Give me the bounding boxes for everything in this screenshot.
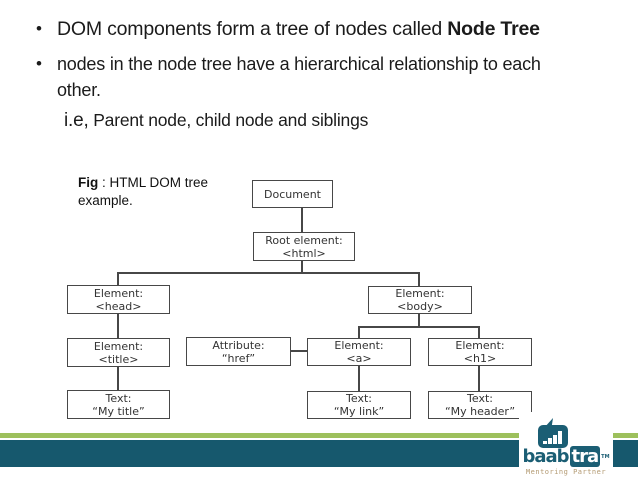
node-value: “href” xyxy=(221,351,256,365)
connector-to-a xyxy=(358,326,360,338)
node-label: Element: xyxy=(455,339,505,352)
bullet-item-1: • DOM components form a tree of nodes ca… xyxy=(36,16,566,42)
node-value: <head> xyxy=(95,299,142,313)
node-element-body: Element: <body> xyxy=(368,286,472,314)
connector-to-head xyxy=(117,272,119,285)
connector-head-title xyxy=(117,314,119,338)
bullet-list: • DOM components form a tree of nodes ca… xyxy=(36,16,566,133)
node-text-my-link: Text: “My link” xyxy=(307,391,411,419)
figure-caption-bold: Fig xyxy=(78,175,99,190)
node-attribute-href: Attribute: “href” xyxy=(186,337,291,366)
node-element-a: Element: <a> xyxy=(307,338,411,366)
connector-root-stem xyxy=(301,261,303,273)
node-value: <body> xyxy=(397,300,443,313)
node-label: Text: xyxy=(467,392,493,405)
node-label: Element: xyxy=(93,286,144,300)
bullet1-textline: DOM components form a tree of nodes call… xyxy=(57,16,557,42)
connector-a-text xyxy=(358,366,360,391)
trademark-mark: TM xyxy=(601,454,610,460)
node-label: Element: xyxy=(93,339,144,353)
node-label: Text: xyxy=(105,391,132,405)
connector-attr-a xyxy=(290,350,307,352)
connector-document-root xyxy=(301,208,303,232)
node-element-h1: Element: <h1> xyxy=(428,338,532,366)
brand-last: tra xyxy=(569,446,601,467)
node-value: <title> xyxy=(98,352,139,366)
node-document: Document xyxy=(252,180,333,208)
bullet1-text: DOM components form a tree of nodes call… xyxy=(57,18,448,40)
bullet-marker: • xyxy=(36,54,42,73)
dom-tree-diagram: Document Root element: <html> Element: <… xyxy=(67,180,532,419)
node-label: Element: xyxy=(395,287,445,300)
speech-bubble-stairs-icon xyxy=(538,418,568,448)
note-text: Parent node, child node and siblings xyxy=(88,110,369,130)
node-label: Root element: xyxy=(265,233,343,247)
bullet2-text: nodes in the node tree have a hierarchic… xyxy=(57,54,541,100)
node-value: “My header” xyxy=(444,405,516,418)
node-label: Attribute: xyxy=(212,338,265,352)
node-value: <a> xyxy=(346,352,372,365)
node-value: <h1> xyxy=(463,352,497,365)
figure-caption: Fig : HTML DOM tree example. xyxy=(78,174,228,210)
note-prefix: i.e, xyxy=(64,110,89,131)
note-line: i.e, Parent node, child node and sibling… xyxy=(64,108,566,133)
brand-first: baab xyxy=(522,446,569,467)
brand-tagline: Mentoring Partner xyxy=(525,468,607,476)
node-value: “My link” xyxy=(333,405,385,418)
connector-root-branch xyxy=(117,272,420,274)
node-value: “My title” xyxy=(92,404,145,418)
node-text-my-header: Text: “My header” xyxy=(428,391,532,419)
footer-green-bar xyxy=(0,433,638,438)
node-label: Document xyxy=(264,187,321,201)
connector-body-branch xyxy=(358,326,480,328)
node-label: Element: xyxy=(334,339,384,352)
connector-h1-text xyxy=(478,366,480,391)
bullet-marker: • xyxy=(36,19,42,38)
bullet1-bold-text: Node Tree xyxy=(447,18,540,40)
node-label: Text: xyxy=(346,392,372,405)
bullet-item-2: • nodes in the node tree have a hierarch… xyxy=(36,51,566,103)
connector-to-body xyxy=(418,272,420,286)
node-value: <html> xyxy=(282,246,326,260)
node-text-my-title: Text: “My title” xyxy=(67,390,170,419)
node-root-element: Root element: <html> xyxy=(253,232,355,261)
node-element-head: Element: <head> xyxy=(67,285,170,314)
connector-body-stem xyxy=(418,314,420,327)
connector-to-h1 xyxy=(478,326,480,338)
connector-title-text xyxy=(117,367,119,390)
node-element-title: Element: <title> xyxy=(67,338,170,367)
figure-caption-text: : HTML DOM tree example. xyxy=(78,175,209,208)
